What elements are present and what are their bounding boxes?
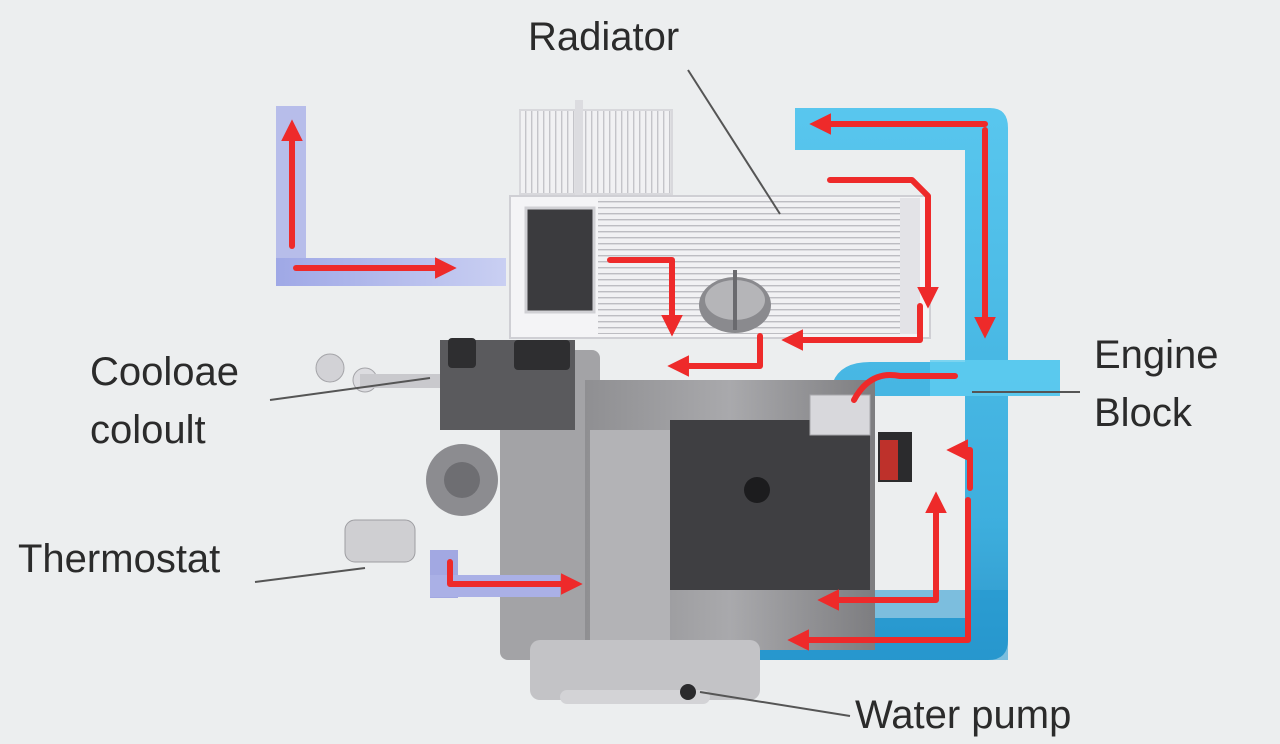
radiator-label: Radiator (528, 15, 680, 59)
coolant-label-line1: Cooloae (90, 350, 240, 394)
flow-arrow-bottom-return (787, 497, 971, 651)
leader-water-pump (699, 691, 851, 717)
flow-arrow-engine-hose (851, 372, 958, 403)
inlet-pipe (276, 106, 506, 286)
flow-arrow-thermostat (447, 559, 583, 595)
flow-arrows (281, 113, 996, 651)
leader-lines (254, 69, 1080, 717)
flow-arrow-lower-up (817, 491, 947, 611)
thermostat-label: Thermostat (18, 537, 221, 581)
radiator-upper-core (519, 100, 673, 195)
leader-thermostat (254, 567, 366, 583)
water-pump-label: Water pump (855, 693, 1072, 737)
engine-label-line1: Engine (1094, 333, 1219, 377)
engine-block-label: Engine Block (1094, 326, 1219, 442)
fan-hub (699, 270, 771, 333)
coolant-label: Cooloae coloult (90, 343, 239, 459)
engine-label-line2: Block (1094, 391, 1192, 435)
flow-arrow-core-loop (607, 257, 683, 337)
coolant-label-line2: coloult (90, 408, 206, 452)
engine-block (426, 338, 912, 704)
leader-radiator (687, 69, 781, 215)
flow-arrow-radiator-return (781, 303, 923, 351)
flow-arrow-core-left (667, 333, 763, 377)
radiator-core (509, 195, 931, 339)
flow-arrow-radiator-inner (827, 177, 939, 309)
flow-arrow-pump-up (946, 439, 973, 491)
leader-coolant (269, 377, 431, 401)
coolant-fittings (315, 353, 440, 393)
cooling-system-diagram (254, 69, 1080, 717)
